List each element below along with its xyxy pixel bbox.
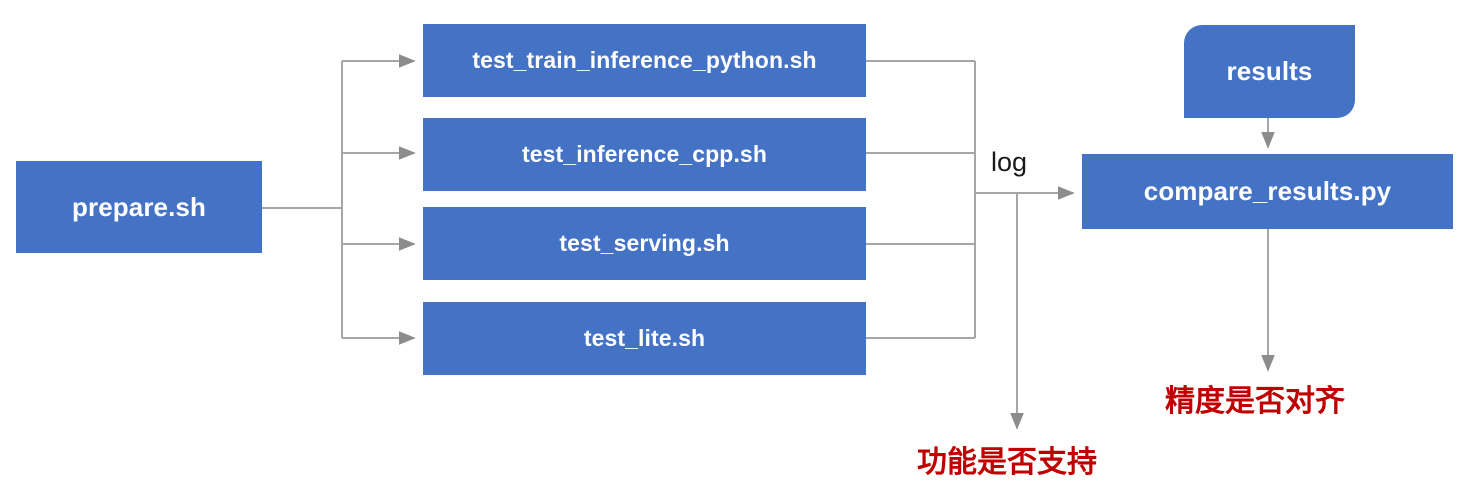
annotation-function-supported: 功能是否支持 (917, 445, 1097, 480)
node-results[interactable]: results (1184, 25, 1355, 118)
node-test-inference-cpp-sh[interactable]: test_inference_cpp.sh (423, 118, 866, 191)
node-prepare-sh-label: prepare.sh (72, 191, 206, 222)
node-test-serving-sh[interactable]: test_serving.sh (423, 207, 866, 280)
node-prepare-sh[interactable]: prepare.sh (16, 161, 262, 253)
node-test-lite-sh-label: test_lite.sh (583, 325, 706, 351)
node-test-inference-cpp-sh-label: test_inference_cpp.sh (522, 141, 767, 167)
node-results-label: results (1226, 56, 1313, 86)
node-compare-results-py[interactable]: compare_results.py (1082, 154, 1453, 229)
node-test-lite-sh[interactable]: test_lite.sh (423, 302, 866, 375)
node-test-train-inference-python-sh-label: test_train_inference_python.sh (472, 47, 817, 73)
edge-label-log: log (991, 147, 1028, 177)
node-compare-results-py-label: compare_results.py (1143, 176, 1392, 206)
node-test-serving-sh-label: test_serving.sh (559, 230, 730, 256)
annotation-precision-aligned: 精度是否对齐 (1165, 384, 1345, 419)
node-test-train-inference-python-sh[interactable]: test_train_inference_python.sh (423, 24, 866, 97)
